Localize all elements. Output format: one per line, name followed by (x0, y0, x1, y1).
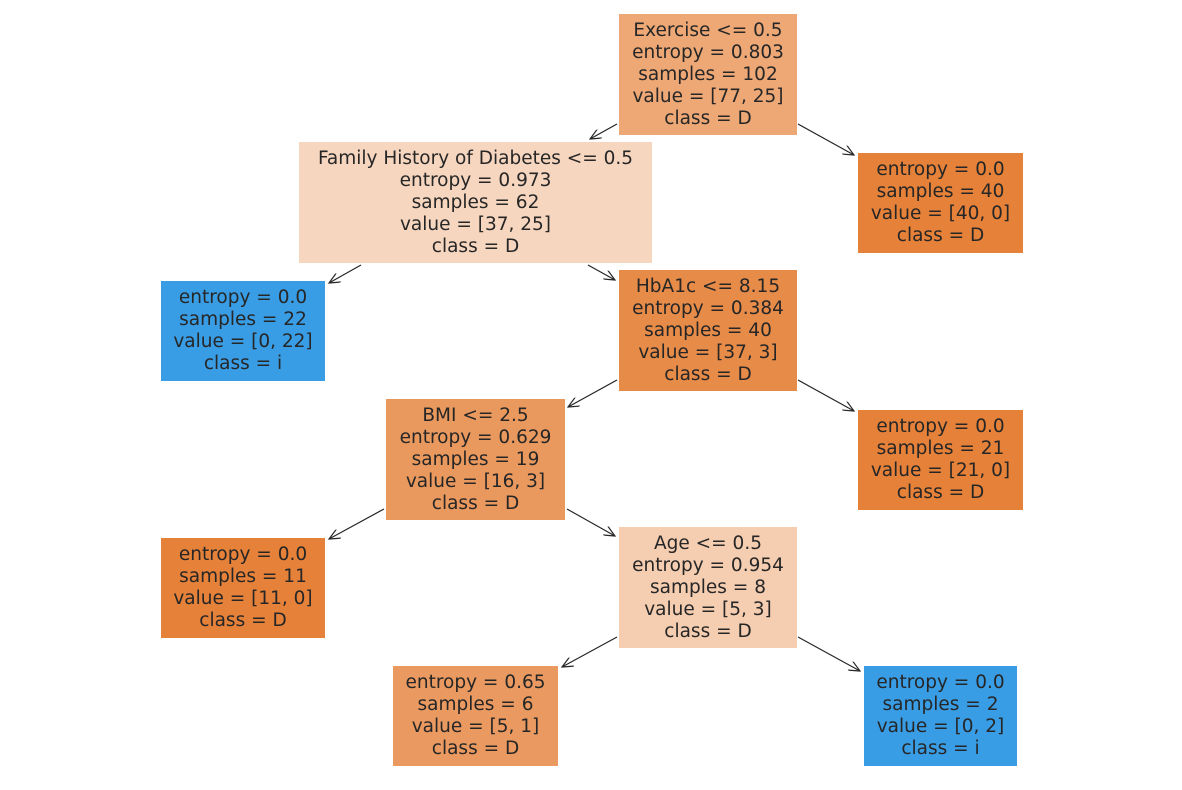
node-value-text: value = [37, 3] (638, 341, 778, 363)
edge-n1-n3 (329, 264, 362, 283)
node-class-text: class = i (901, 738, 980, 759)
node-class-text: class = D (431, 492, 520, 514)
node-class-text: class = D (431, 235, 520, 257)
node-samples-text: samples = 40 (644, 319, 772, 341)
node-value-text: value = [11, 0] (173, 588, 313, 609)
edge-n5-n8 (566, 508, 615, 536)
node-samples-text: samples = 62 (411, 191, 540, 213)
node-entropy-text: entropy = 0.0 (876, 159, 1005, 180)
node-samples-text: samples = 40 (876, 181, 1005, 202)
node-value-text: value = [77, 25] (632, 85, 784, 107)
node-samples-text: samples = 22 (179, 309, 307, 330)
node-class-text: class = D (664, 620, 752, 642)
node-entropy-text: entropy = 0.0 (876, 416, 1005, 437)
node-value-text: value = [0, 2] (876, 716, 1005, 737)
node-samples-text: samples = 102 (638, 63, 778, 85)
node-entropy-text: entropy = 0.0 (178, 544, 308, 565)
edge-n5-n7 (329, 508, 385, 539)
node-samples-text: samples = 21 (876, 438, 1005, 459)
node-class-text: class = D (896, 482, 985, 503)
node-split-text: HbA1c <= 8.15 (635, 275, 781, 297)
node-samples-text: samples = 19 (411, 448, 540, 470)
node-value-text: value = [5, 3] (644, 598, 772, 620)
node-class-text: class = D (896, 225, 985, 246)
node-value-text: value = [21, 0] (870, 460, 1011, 481)
node-value-text: value = [0, 22] (173, 331, 313, 352)
edge-n0-n1 (590, 123, 618, 139)
node-class-text: class = D (199, 610, 287, 631)
node-samples-text: samples = 8 (650, 576, 766, 598)
edge-n4-n5 (568, 379, 618, 407)
edge-n8-n9 (562, 636, 618, 667)
node-split-text: Age <= 0.5 (654, 532, 762, 554)
node-entropy-text: entropy = 0.0 (876, 672, 1005, 693)
node-samples-text: samples = 6 (417, 694, 534, 715)
node-entropy-text: entropy = 0.803 (632, 41, 784, 63)
node-class-text: class = i (203, 353, 283, 374)
node-value-text: value = [16, 3] (405, 470, 546, 492)
edge-n1-n4 (587, 264, 615, 280)
node-class-text: class = D (664, 363, 752, 385)
node-entropy-text: entropy = 0.629 (399, 426, 552, 448)
node-split-text: Exercise <= 0.5 (633, 19, 783, 41)
edge-n4-n6 (797, 379, 854, 411)
node-split-text: Family History of Diabetes <= 0.5 (317, 147, 634, 169)
node-class-text: class = D (664, 107, 752, 129)
node-entropy-text: entropy = 0.0 (178, 287, 308, 308)
edge-n0-n2 (797, 123, 854, 155)
node-split-text: BMI <= 2.5 (422, 404, 529, 426)
node-samples-text: samples = 11 (179, 566, 307, 587)
edge-n8-n10 (797, 636, 860, 671)
node-entropy-text: entropy = 0.954 (632, 554, 784, 576)
node-samples-text: samples = 2 (882, 694, 999, 715)
node-entropy-text: entropy = 0.65 (405, 672, 546, 693)
node-entropy-text: entropy = 0.384 (632, 297, 784, 319)
node-class-text: class = D (431, 738, 520, 759)
node-value-text: value = [37, 25] (399, 213, 552, 235)
node-value-text: value = [5, 1] (411, 716, 540, 737)
node-entropy-text: entropy = 0.973 (399, 169, 552, 191)
node-value-text: value = [40, 0] (870, 203, 1011, 224)
